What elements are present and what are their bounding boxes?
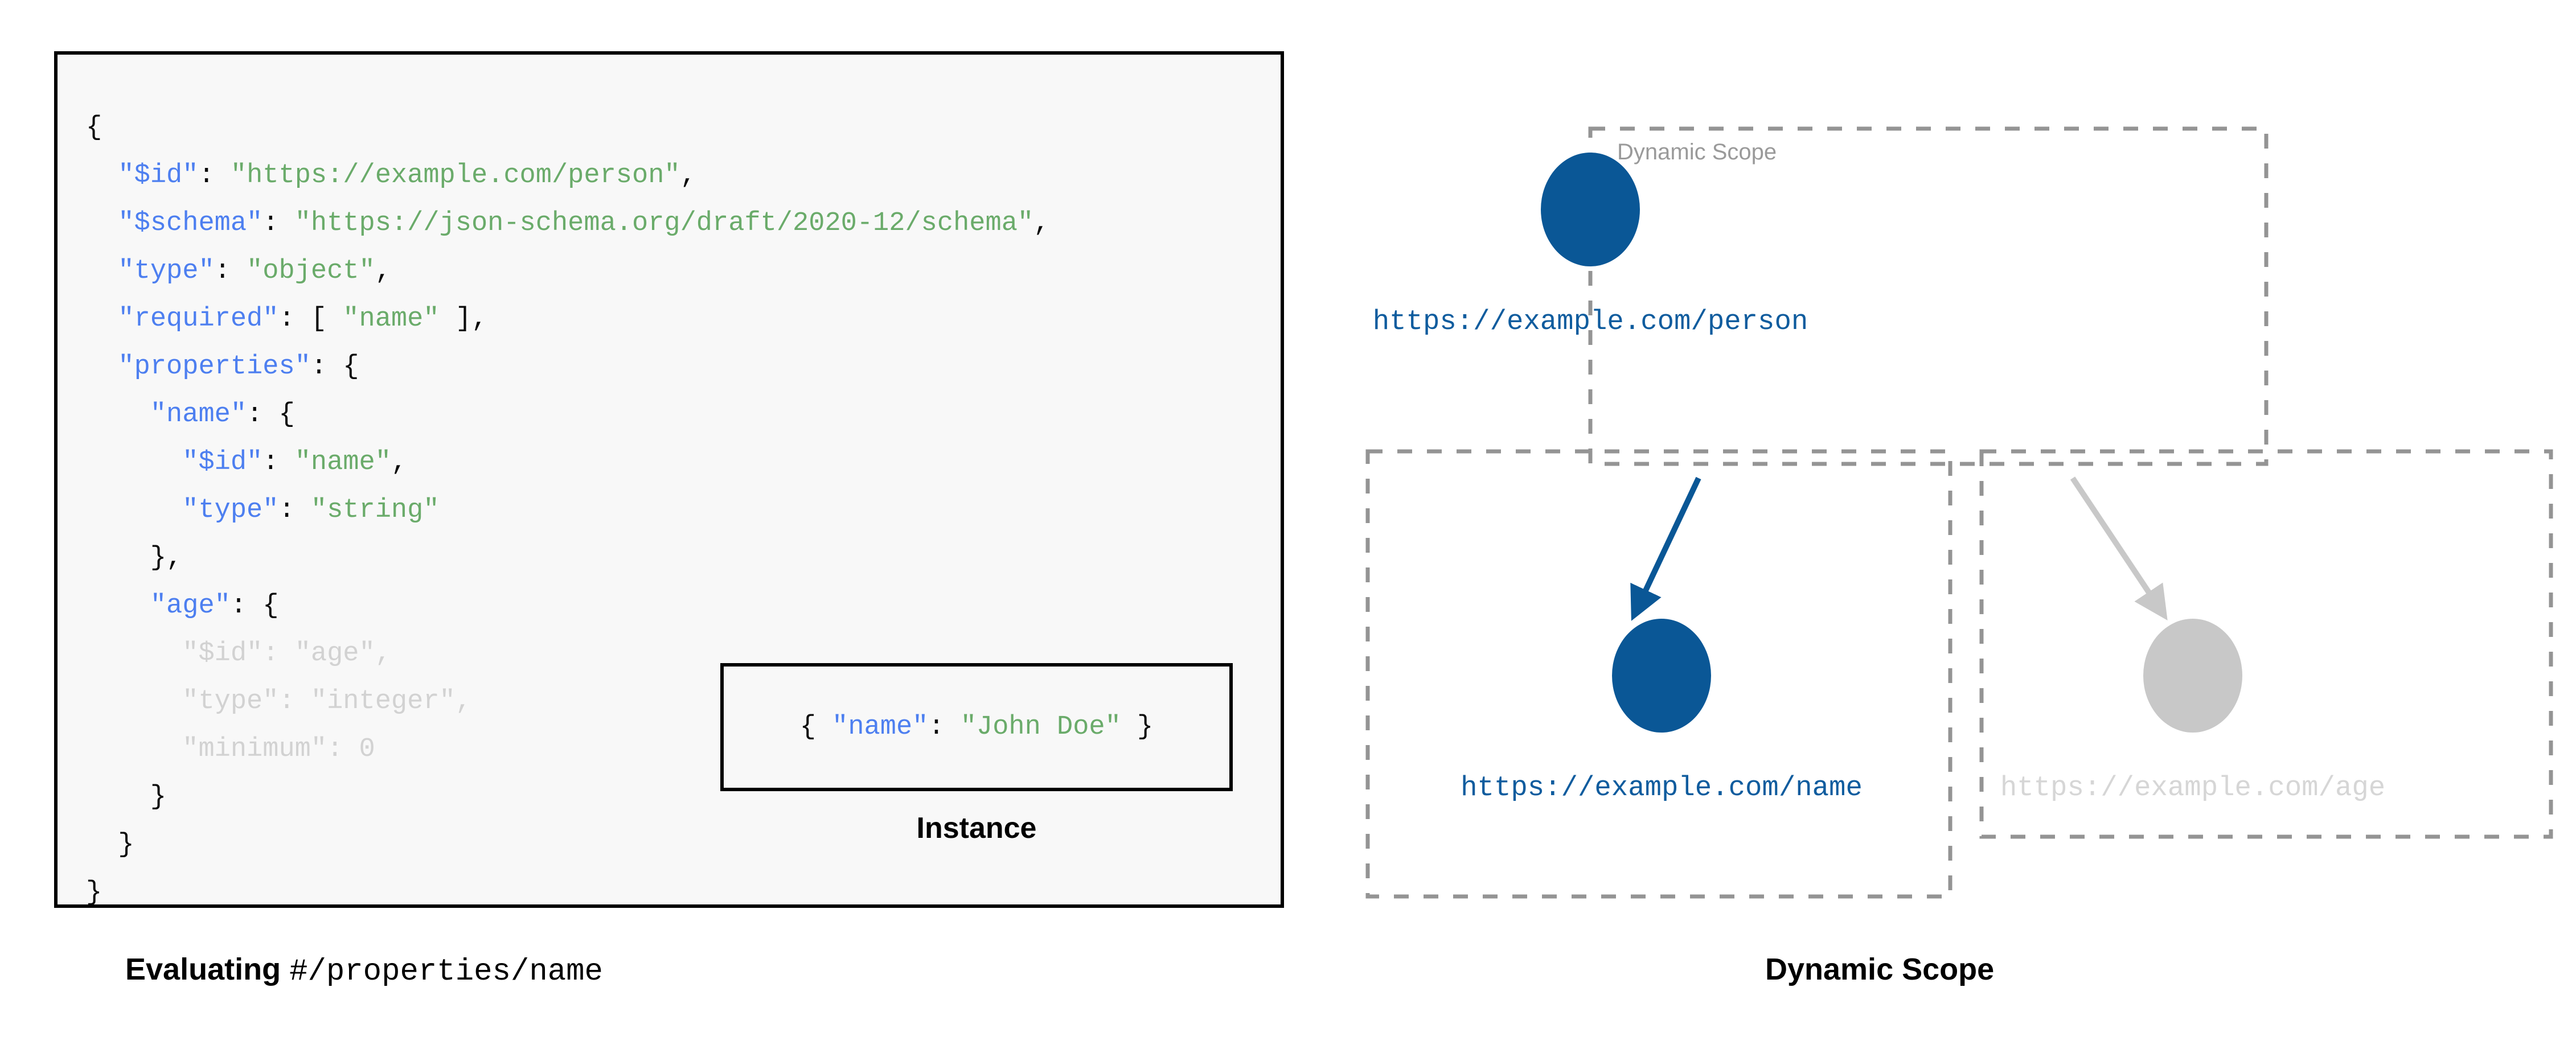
code-line: } bbox=[86, 878, 102, 908]
code-line: } bbox=[118, 830, 134, 860]
node-circle-person bbox=[1541, 153, 1640, 266]
code-line: }, bbox=[150, 543, 183, 573]
code-line: "age": { bbox=[150, 591, 279, 621]
instance-code: { "name": "John Doe" } bbox=[799, 712, 1154, 742]
schema-code-panel: { "$id": "https://example.com/person", "… bbox=[54, 51, 1284, 908]
instance-label: Instance bbox=[916, 812, 1037, 845]
node-circle-age bbox=[2143, 619, 2242, 733]
code-line: "$id": "name", bbox=[182, 447, 408, 478]
code-line: "$schema": "https://json-schema.org/draf… bbox=[118, 208, 1050, 238]
code-line: "type": "integer", bbox=[182, 686, 471, 717]
code-line: "minimum": 0 bbox=[182, 734, 375, 764]
code-line: "required": [ "name" ], bbox=[118, 304, 488, 334]
caption-evaluating-bold: Evaluating bbox=[125, 952, 290, 986]
code-line: "$id": "https://example.com/person", bbox=[118, 161, 696, 191]
code-line: { bbox=[86, 113, 102, 143]
scope-box-top bbox=[1588, 126, 2269, 466]
node-label-age: https://example.com/age bbox=[2000, 772, 2385, 804]
scope-box-bottom-left bbox=[1365, 449, 1952, 899]
node-label-name: https://example.com/name bbox=[1461, 772, 1863, 804]
node-label-person: https://example.com/person bbox=[1373, 306, 1808, 338]
edge-person-to-name bbox=[1630, 476, 1701, 621]
edge-person-to-age bbox=[2070, 476, 2168, 620]
code-line: "properties": { bbox=[118, 352, 359, 382]
code-line: } bbox=[150, 782, 167, 812]
node-circle-name bbox=[1612, 619, 1711, 733]
code-line: "type": "string" bbox=[182, 495, 440, 525]
dynamic-scope-diagram: https://example.com/person https://exampl… bbox=[1332, 85, 2574, 916]
code-line: "type": "object", bbox=[118, 256, 391, 286]
code-line: "$id": "age", bbox=[182, 639, 391, 669]
scope-label: Dynamic Scope bbox=[1617, 139, 1777, 164]
caption-evaluating: Evaluating #/properties/name bbox=[125, 952, 603, 989]
caption-evaluating-pointer: #/properties/name bbox=[289, 955, 603, 989]
code-line: "name": { bbox=[150, 400, 295, 430]
schema-code-block: { "$id": "https://example.com/person", "… bbox=[86, 104, 1049, 917]
instance-box: { "name": "John Doe" } bbox=[720, 663, 1233, 791]
caption-dynamic-scope: Dynamic Scope bbox=[1765, 952, 1995, 986]
